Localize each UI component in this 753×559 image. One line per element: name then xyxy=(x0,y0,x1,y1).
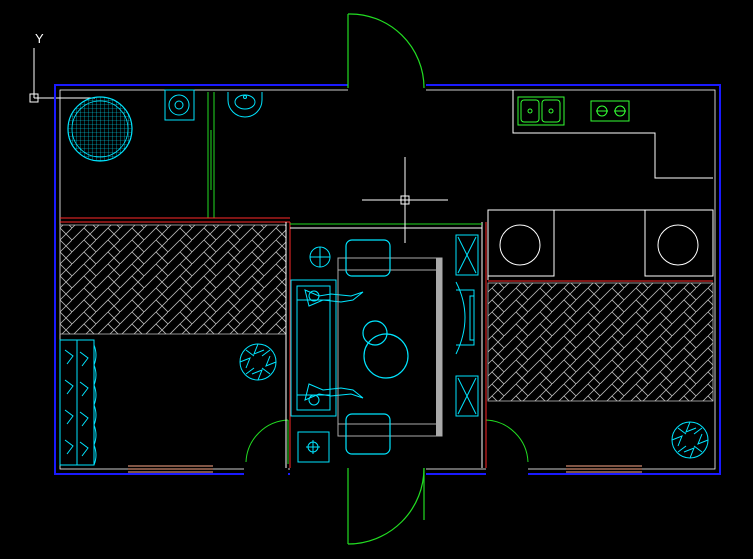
right-round-unit-2 xyxy=(644,209,714,277)
toilet-fixture xyxy=(164,89,195,121)
ucs-y-label: Y xyxy=(35,31,44,46)
kitchen-sink xyxy=(517,96,565,126)
wardrobe xyxy=(59,339,97,466)
left-side-door xyxy=(245,419,289,464)
window-bottom-left xyxy=(128,465,213,473)
right-round-unit-1 xyxy=(487,209,555,277)
coffee-table-round xyxy=(362,320,409,379)
crosshair-cursor xyxy=(362,157,448,243)
right-herringbone-floor xyxy=(487,282,714,402)
kitchen-counter xyxy=(512,90,713,179)
tv-cabinet xyxy=(455,234,479,417)
top-entry-door xyxy=(347,13,425,89)
ucs-icon: Y xyxy=(29,31,95,103)
coffee-table-frame xyxy=(337,257,443,437)
bathroom-wall xyxy=(60,217,290,223)
armchair-top xyxy=(345,239,391,277)
right-side-door xyxy=(485,419,529,464)
potted-plant-left xyxy=(239,343,277,381)
potted-plant-right xyxy=(671,421,709,459)
coffee-table-edge xyxy=(436,258,442,436)
armchair-bottom xyxy=(345,413,391,455)
floor-lamp-box xyxy=(297,431,330,463)
bottom-entry-door xyxy=(347,467,425,545)
bathroom-partition xyxy=(207,92,215,218)
kitchen-stove xyxy=(590,100,630,122)
sofa xyxy=(290,279,337,417)
window-bottom-right xyxy=(566,465,642,473)
round-bathtub xyxy=(67,96,133,162)
seated-figure-top xyxy=(304,289,364,307)
round-side-table xyxy=(309,246,331,268)
left-herringbone-floor xyxy=(59,224,287,335)
seated-figure-bottom xyxy=(304,383,364,406)
washbasin-fixture xyxy=(227,92,263,118)
